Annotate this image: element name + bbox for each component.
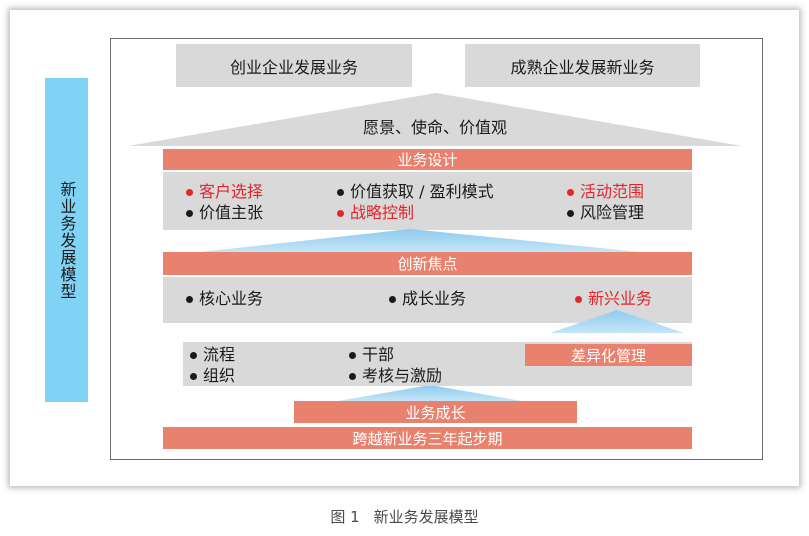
figure-caption: 图 1 新业务发展模型 bbox=[0, 506, 809, 528]
list-item-activity-scope: 活动范围 bbox=[567, 182, 644, 202]
figure-number: 图 1 bbox=[330, 508, 360, 526]
bullet-icon bbox=[190, 351, 197, 359]
bullet-icon bbox=[567, 188, 574, 196]
emerging-business-arrow bbox=[550, 310, 684, 333]
side-label: 新业务发展模型 bbox=[45, 78, 88, 402]
business-design-bar: 业务设计 bbox=[163, 149, 692, 170]
item-label: 价值获取 / 盈利模式 bbox=[350, 182, 494, 201]
item-label: 风险管理 bbox=[580, 203, 645, 222]
item-label: 成长业务 bbox=[402, 289, 467, 308]
bullet-icon bbox=[349, 351, 356, 359]
bullet-icon bbox=[575, 295, 582, 303]
list-item-value-capture: 价值获取 / 盈利模式 bbox=[337, 182, 494, 202]
bullet-icon bbox=[186, 188, 193, 196]
mature-new-business-box: 成熟企业发展新业务 bbox=[465, 44, 700, 87]
innovation-focus-bar: 创新焦点 bbox=[163, 252, 692, 275]
list-item-process: 流程 bbox=[190, 345, 235, 365]
item-label: 价值主张 bbox=[199, 203, 264, 222]
list-item-emerging-business: 新兴业务 bbox=[575, 289, 652, 309]
innovation-arrow bbox=[200, 229, 640, 252]
bullet-icon bbox=[186, 209, 193, 217]
list-item-cadres: 干部 bbox=[349, 345, 394, 365]
list-item-assessment-incentives: 考核与激励 bbox=[349, 366, 442, 386]
list-item-risk-management: 风险管理 bbox=[567, 203, 644, 223]
figure-title: 新业务发展模型 bbox=[373, 508, 479, 526]
item-label: 考核与激励 bbox=[362, 366, 443, 385]
business-design-title: 业务设计 bbox=[397, 151, 458, 169]
item-label: 干部 bbox=[362, 345, 395, 364]
business-growth-title: 业务成长 bbox=[405, 403, 466, 422]
item-label: 组织 bbox=[203, 366, 236, 385]
vision-mission-values: 愿景、使命、价值观 bbox=[362, 118, 507, 137]
item-label: 活动范围 bbox=[580, 182, 645, 201]
differentiated-management-label: 差异化管理 bbox=[570, 346, 646, 365]
bullet-icon bbox=[389, 295, 396, 303]
item-label: 核心业务 bbox=[199, 289, 264, 308]
item-label: 客户选择 bbox=[199, 182, 264, 201]
three-year-startup-bar: 跨越新业务三年起步期 bbox=[163, 427, 692, 449]
item-label: 新兴业务 bbox=[588, 289, 653, 308]
bullet-icon bbox=[349, 372, 356, 380]
differentiated-management-box: 差异化管理 bbox=[525, 344, 692, 366]
business-design-box: 客户选择 价值主张 价值获取 / 盈利模式 战略控制 活动范围 风险管理 bbox=[163, 172, 692, 230]
innovation-focus-title: 创新焦点 bbox=[397, 255, 458, 273]
list-item-strategic-control: 战略控制 bbox=[337, 203, 414, 223]
item-label: 流程 bbox=[203, 345, 236, 364]
side-label-text: 新业务发展模型 bbox=[57, 180, 77, 300]
startup-business-box: 创业企业发展业务 bbox=[176, 44, 412, 87]
bullet-icon bbox=[567, 209, 574, 217]
item-label: 战略控制 bbox=[350, 203, 415, 222]
vision-roof bbox=[128, 93, 742, 146]
business-growth-bar: 业务成长 bbox=[294, 401, 577, 423]
management-box: 流程 组织 干部 考核与激励 差异化管理 bbox=[183, 342, 692, 386]
bullet-icon bbox=[337, 209, 344, 217]
bullet-icon bbox=[186, 295, 193, 303]
mature-new-business-label: 成熟企业发展新业务 bbox=[510, 57, 655, 77]
list-item-growth-business: 成长业务 bbox=[389, 289, 466, 309]
bullet-icon bbox=[190, 372, 197, 380]
list-item-core-business: 核心业务 bbox=[186, 289, 263, 309]
growth-arrow bbox=[338, 385, 522, 401]
list-item-organization: 组织 bbox=[190, 366, 235, 386]
bullet-icon bbox=[337, 188, 344, 196]
startup-business-label: 创业企业发展业务 bbox=[229, 57, 358, 77]
model-frame bbox=[110, 38, 763, 460]
list-item-value-proposition: 价值主张 bbox=[186, 203, 263, 223]
list-item-customer-selection: 客户选择 bbox=[186, 182, 263, 202]
three-year-startup-title: 跨越新业务三年起步期 bbox=[352, 429, 503, 448]
